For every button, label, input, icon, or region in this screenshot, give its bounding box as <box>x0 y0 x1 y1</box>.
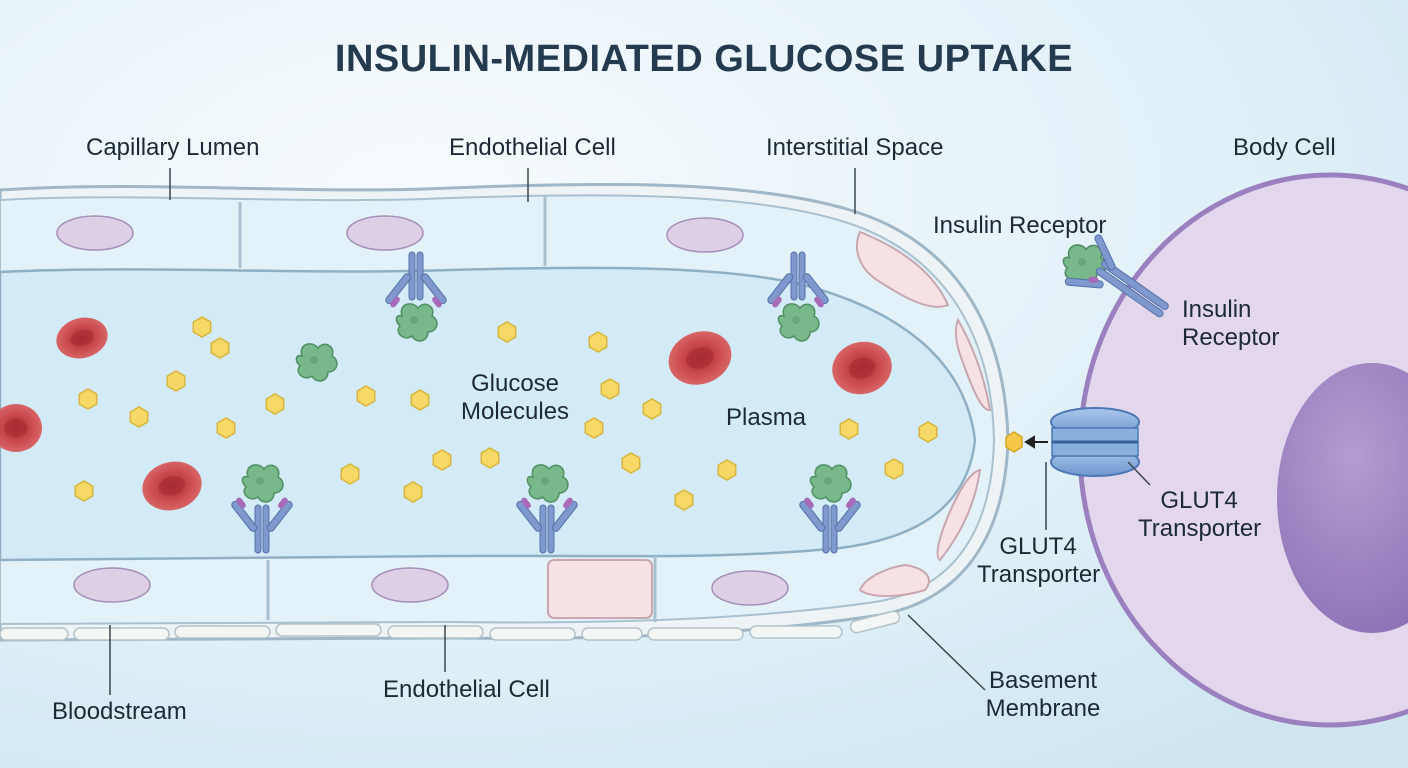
body-cell-nucleus <box>1277 363 1408 633</box>
insulin-icon <box>395 303 438 342</box>
label-glut4-right-line1: GLUT4 <box>1160 487 1238 514</box>
glucose-at-membrane <box>1005 431 1023 453</box>
membrane-insulin-receptor-icon <box>1064 234 1169 318</box>
glucose-icon <box>265 393 285 415</box>
glucose-icon <box>340 463 360 485</box>
label-glut4-left-line1: GLUT4 <box>999 533 1077 560</box>
insulin-icon <box>295 343 338 382</box>
leader-lines <box>109 168 1151 695</box>
red-blood-cell-icon <box>832 341 892 395</box>
label-insulin-receptor-top: Insulin Receptor <box>933 212 1107 239</box>
label-basement-membrane: Basement Membrane <box>983 667 1103 723</box>
glucose-icon <box>497 321 517 343</box>
label-glut4-left: GLUT4 Transporter <box>977 533 1101 589</box>
label-capillary-lumen: Capillary Lumen <box>86 134 260 161</box>
label-interstitial-space: Interstitial Space <box>766 134 944 161</box>
label-endothelial-cell-bottom: Endothelial Cell <box>383 676 550 703</box>
insulin-icon <box>241 464 284 503</box>
insulin-receptor-icon <box>385 251 447 308</box>
label-bloodstream: Bloodstream <box>52 698 187 725</box>
glucose-icon <box>584 417 604 439</box>
capillary-lumen <box>0 266 977 562</box>
glucose-icon <box>642 398 662 420</box>
insulin-icon <box>1062 244 1107 285</box>
glut4-arrow <box>1024 435 1048 449</box>
label-glut4-right-line2: Transporter <box>1138 515 1262 542</box>
red-blood-cell-icon <box>668 331 732 385</box>
label-basement-membrane-line1: Basement <box>988 667 1098 694</box>
glucose-icon <box>403 481 423 503</box>
glucose-icon <box>588 331 608 353</box>
glucose-icon <box>74 480 94 502</box>
glucose-icon <box>356 385 376 407</box>
label-body-cell: Body Cell <box>1233 134 1336 161</box>
insulin-icon <box>809 464 852 503</box>
red-blood-cell-icon <box>142 461 202 511</box>
label-glut4-left-line2: Transporter <box>977 561 1101 588</box>
insulin-receptor-icon <box>231 497 293 554</box>
glucose-icon <box>78 388 98 410</box>
glucose-icon <box>674 489 694 511</box>
glucose-icon <box>166 370 186 392</box>
label-insulin-receptor-right: Insulin Receptor <box>1182 296 1279 352</box>
glucose-icon <box>192 316 212 338</box>
insulin-icon <box>526 464 569 503</box>
insulin-receptor-icon <box>799 497 861 554</box>
glucose-icon <box>432 449 452 471</box>
label-glucose-molecules-line2: Molecules <box>461 398 570 425</box>
endothelial-nuclei <box>56 215 789 606</box>
insulin-receptor-icon <box>767 251 829 308</box>
pericytes <box>547 230 992 619</box>
diagram-title: INSULIN-MEDIATED GLUCOSE UPTAKE <box>334 38 1074 80</box>
label-glucose-molecules: Glucose Molecules <box>461 370 569 426</box>
insulin-icon <box>777 303 820 342</box>
basement-membrane <box>0 610 901 641</box>
glucose-icon <box>717 459 737 481</box>
label-endothelial-cell-top: Endothelial Cell <box>449 134 616 161</box>
glucose-icon <box>839 418 859 440</box>
label-insulin-receptor-right-line1: Insulin <box>1182 296 1252 323</box>
insulin-receptor-icon <box>516 497 578 554</box>
glucose-icon <box>129 406 149 428</box>
label-glucose-molecules-line1: Glucose <box>470 370 560 397</box>
glucose-icon <box>600 378 620 400</box>
red-blood-cell-icon <box>56 317 108 359</box>
glucose-icon <box>480 447 500 469</box>
glucose-icon <box>216 417 236 439</box>
label-basement-membrane-line2: Membrane <box>985 695 1101 722</box>
label-insulin-receptor-right-line2: Receptor <box>1182 324 1280 351</box>
glut4-transporter <box>1050 407 1140 477</box>
label-glut4-right: GLUT4 Transporter <box>1138 487 1262 543</box>
label-plasma: Plasma <box>726 404 807 431</box>
glucose-icon <box>918 421 938 443</box>
red-blood-cell-icon <box>0 404 42 452</box>
glucose-icon <box>410 389 430 411</box>
glucose-icon <box>621 452 641 474</box>
glucose-icon <box>210 337 230 359</box>
glucose-icon <box>884 458 904 480</box>
